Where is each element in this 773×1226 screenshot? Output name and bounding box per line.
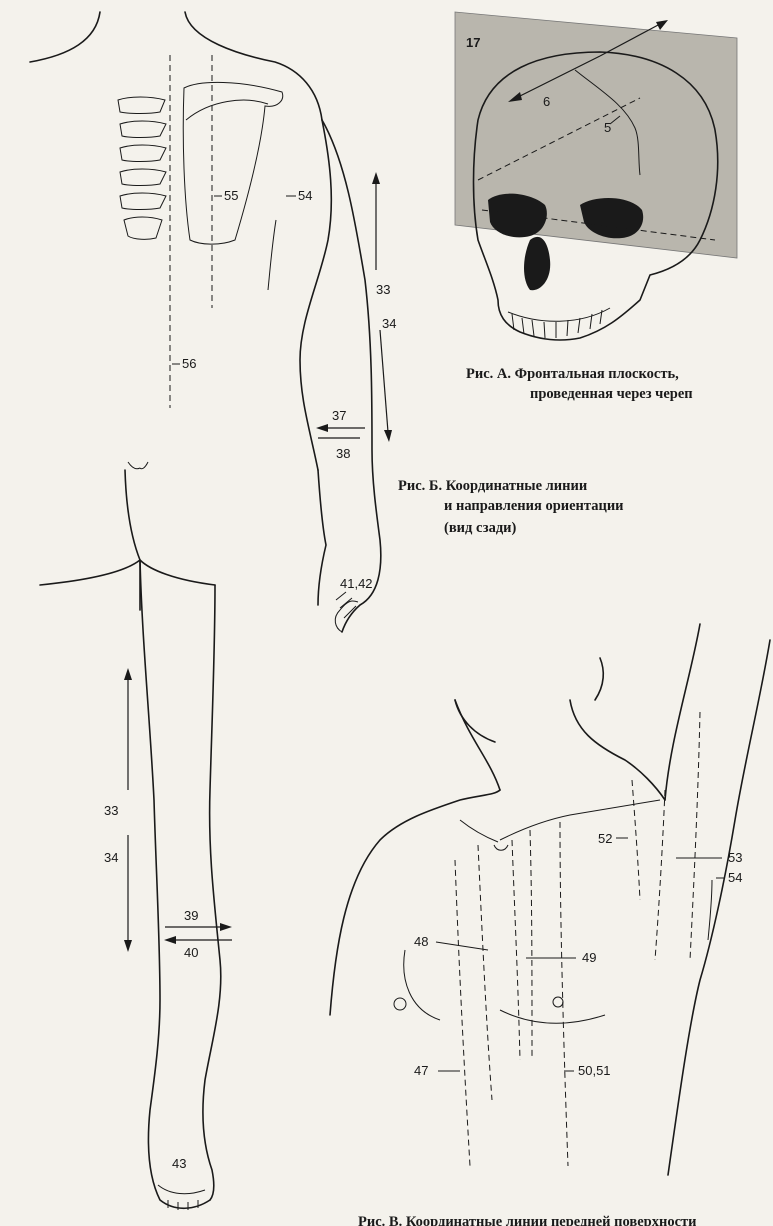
label-6: 6 bbox=[543, 94, 550, 109]
label-56: 56 bbox=[182, 356, 196, 371]
label-33-leg: 33 bbox=[104, 803, 118, 818]
label-50-51: 50,51 bbox=[578, 1063, 611, 1078]
caption-b-line1: Рис. Б. Координатные линии bbox=[398, 476, 587, 496]
caption-b-line2: и направления ориентации bbox=[444, 496, 624, 516]
caption-b-line3: (вид сзади) bbox=[444, 518, 516, 538]
label-47: 47 bbox=[414, 1063, 428, 1078]
label-37: 37 bbox=[332, 408, 346, 423]
scapula bbox=[183, 82, 282, 244]
label-53: 53 bbox=[728, 850, 742, 865]
label-49: 49 bbox=[582, 950, 596, 965]
plate-number: 17 bbox=[466, 35, 480, 50]
vertebrae bbox=[118, 97, 166, 239]
arm-direction-arrows bbox=[316, 172, 392, 442]
label-39: 39 bbox=[184, 908, 198, 923]
label-34-arm: 34 bbox=[382, 316, 396, 331]
skull-figure: 17 6 5 bbox=[455, 12, 737, 340]
label-55: 55 bbox=[224, 188, 238, 203]
label-34-leg: 34 bbox=[104, 850, 118, 865]
front-chest-figure: 52 53 54 48 49 47 50,51 bbox=[330, 624, 770, 1175]
caption-a-line2: проведенная через череп bbox=[530, 384, 693, 404]
label-38: 38 bbox=[336, 446, 350, 461]
caption-c-partial: Рис. В. Координатные линии передней пове… bbox=[358, 1212, 696, 1226]
back-view-figure: 55 54 56 33 34 37 38 41,42 33 34 39 40 4… bbox=[30, 12, 396, 1210]
caption-a-line1: Рис. А. Фронтальная плоскость, bbox=[466, 364, 679, 384]
label-43: 43 bbox=[172, 1156, 186, 1171]
label-5: 5 bbox=[604, 120, 611, 135]
label-40: 40 bbox=[184, 945, 198, 960]
label-54-front: 54 bbox=[728, 870, 742, 885]
label-48: 48 bbox=[414, 934, 428, 949]
label-41-42: 41,42 bbox=[340, 576, 373, 591]
label-52: 52 bbox=[598, 831, 612, 846]
leg-direction-arrows bbox=[124, 668, 232, 952]
label-33-arm: 33 bbox=[376, 282, 390, 297]
label-54: 54 bbox=[298, 188, 312, 203]
